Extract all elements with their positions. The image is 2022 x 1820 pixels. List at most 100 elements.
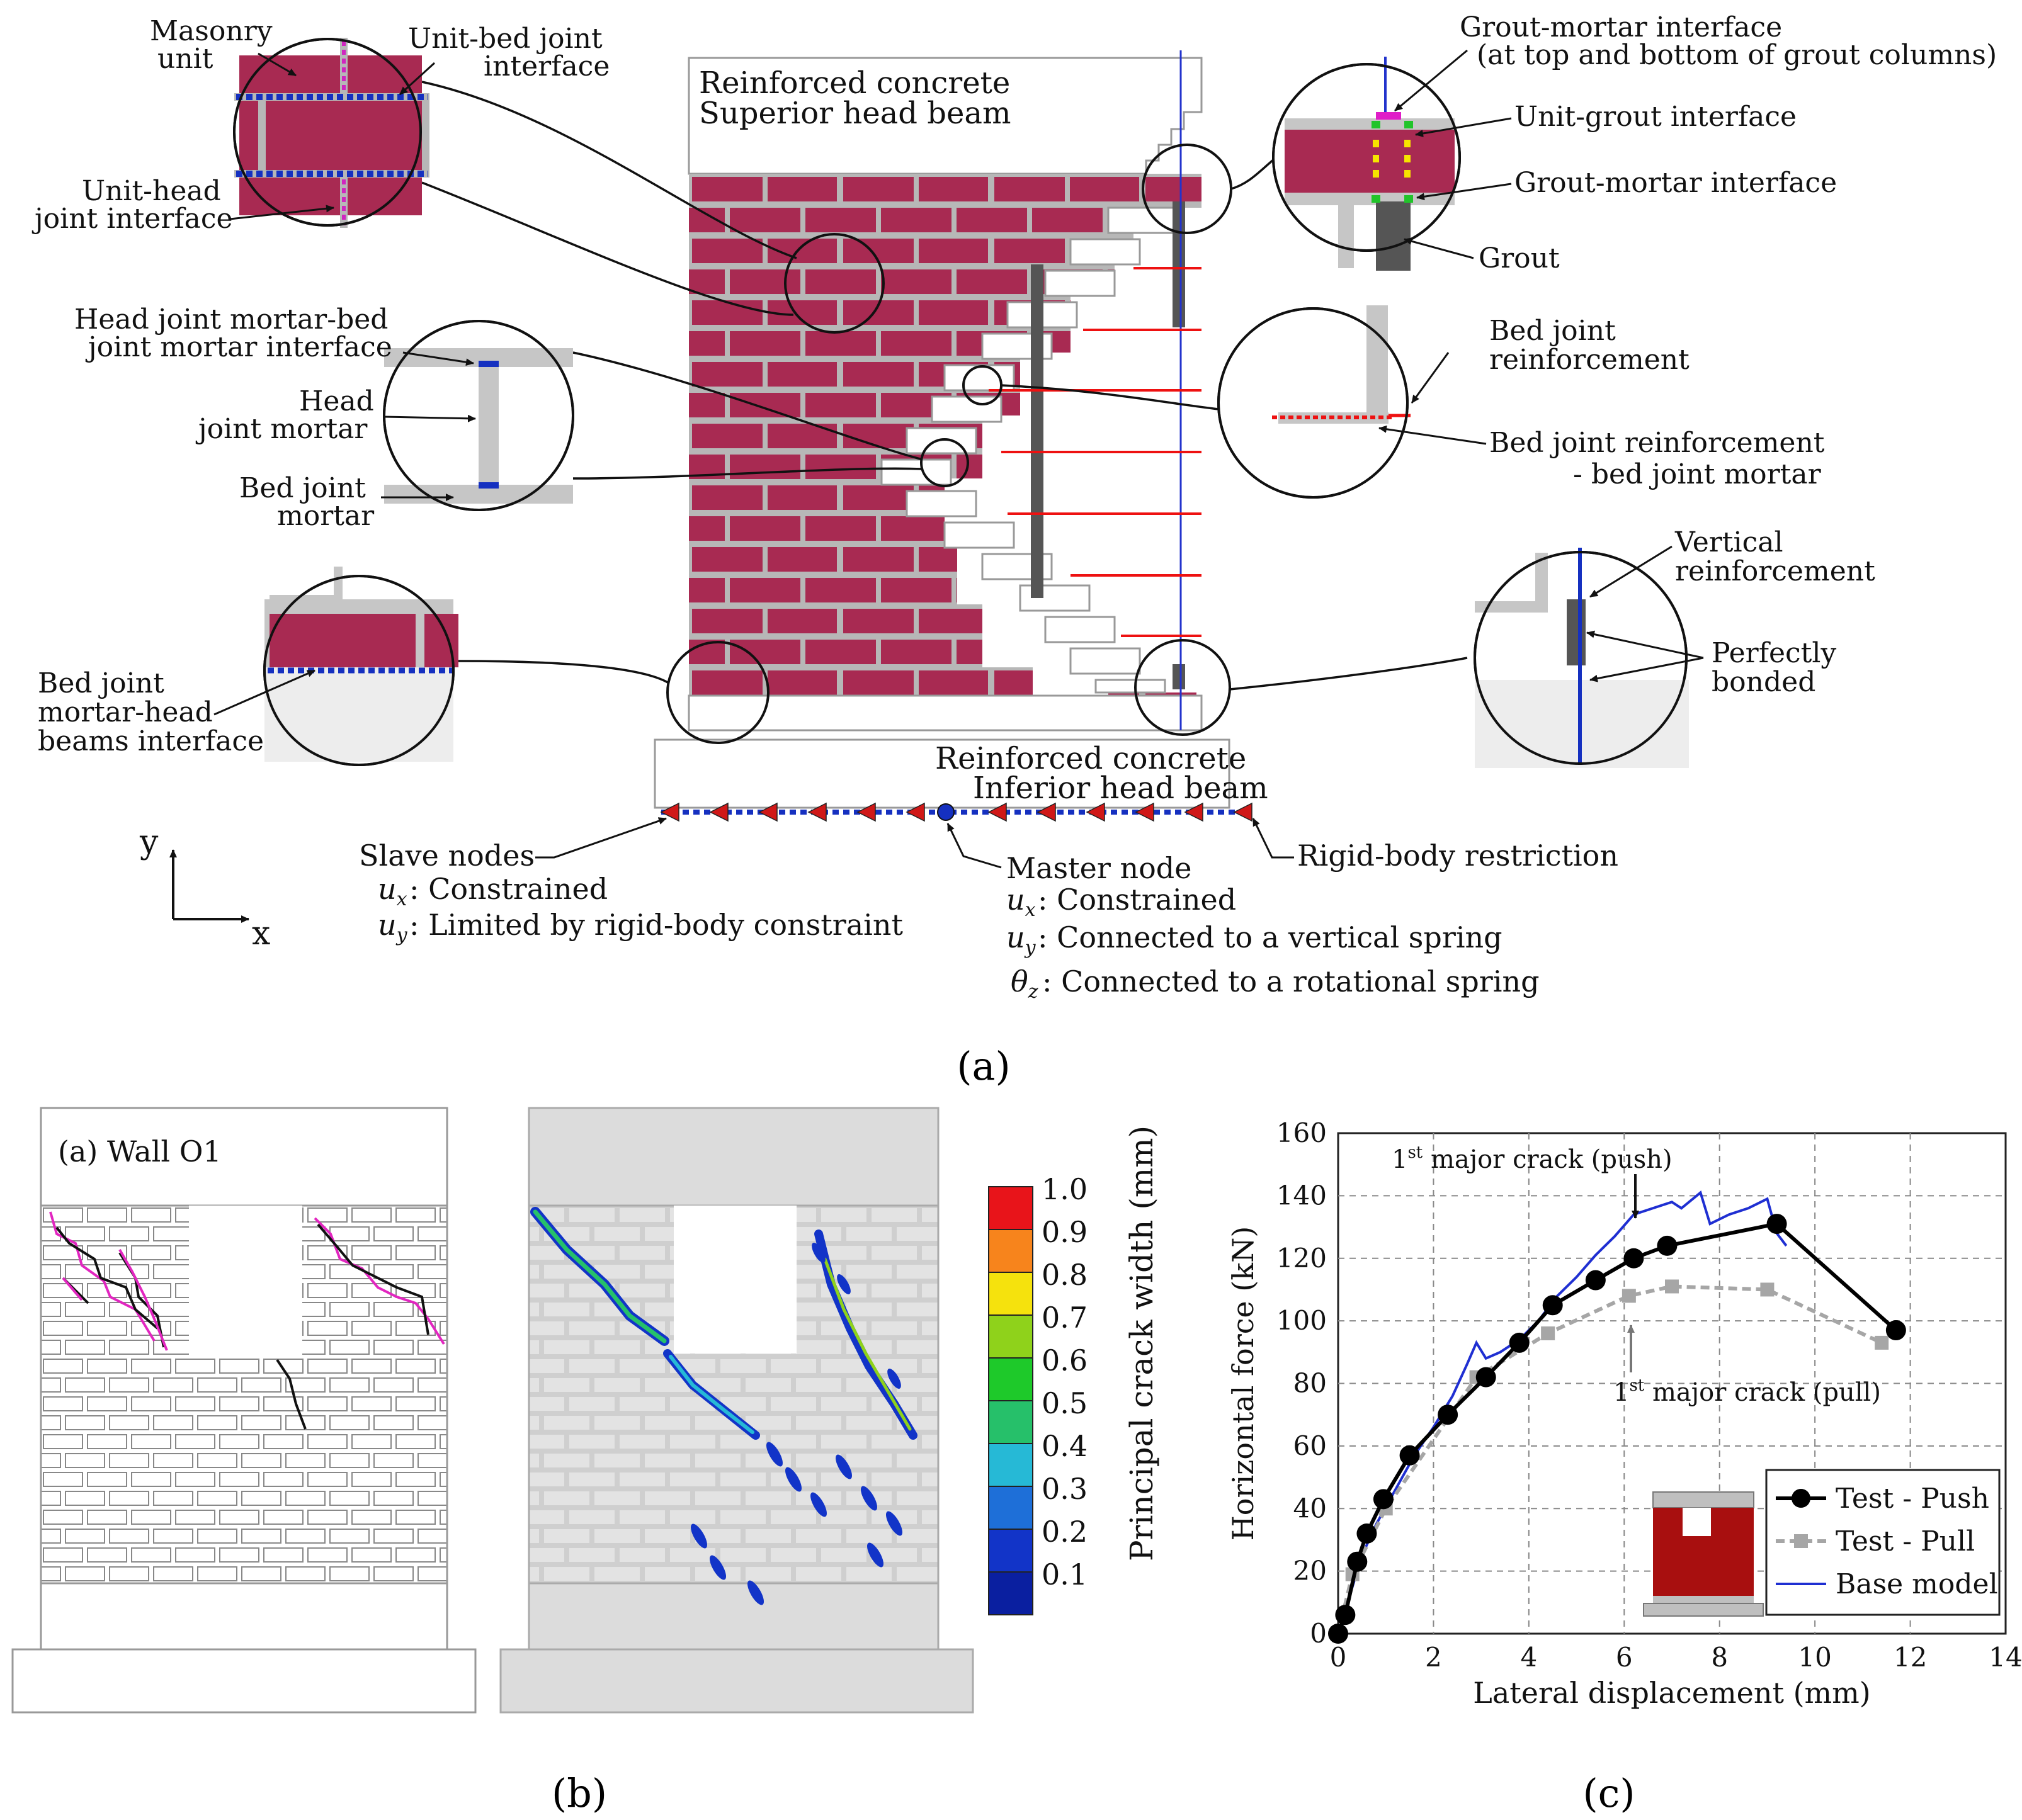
- perfectly-bonded-label-1: Perfectly: [1712, 637, 1836, 669]
- colorbar-cell: [988, 1529, 1033, 1573]
- unit-grout-label: Unit-grout interface: [1514, 101, 1797, 133]
- push-point: [1509, 1332, 1530, 1353]
- grout-mortar-top-label-1: Grout-mortar interface: [1460, 11, 1782, 43]
- zoom-bed-reinforcement: Bed joint reinforcement Bed joint reinfo…: [1217, 305, 1825, 499]
- perfectly-bonded-label-2: bonded: [1712, 666, 1815, 698]
- legend-marker: [1794, 1534, 1808, 1548]
- grout-column-top: [1173, 201, 1185, 327]
- push-point: [1766, 1214, 1787, 1235]
- master-ux: : Constrained: [1038, 883, 1236, 917]
- inferior-beam-line2: Inferior head beam: [973, 771, 1268, 806]
- masonry-unit-label-1: Masonry: [150, 15, 273, 47]
- y-tick-label: 80: [1293, 1368, 1327, 1399]
- axis-y-label: y: [139, 823, 159, 861]
- push-point: [1373, 1489, 1394, 1510]
- colorbar-cell: [988, 1229, 1033, 1273]
- legend-label: Test - Push: [1836, 1483, 1989, 1515]
- head-bed-label-2: joint mortar interface: [85, 331, 392, 363]
- push-point: [1328, 1624, 1348, 1644]
- bed-reinf-label-1: Bed joint: [1489, 315, 1616, 347]
- crack-contour-wall: [499, 1107, 974, 1714]
- push-point: [1623, 1248, 1644, 1269]
- bed-head-label-1: Bed joint: [38, 667, 164, 699]
- slave-uy: : Limited by rigid-body constraint: [409, 908, 904, 942]
- y-tick-label: 20: [1293, 1556, 1327, 1586]
- grout-mortar-label: Grout-mortar interface: [1514, 167, 1837, 199]
- superior-beam-line1: Reinforced concrete: [699, 65, 1010, 101]
- svg-text:uy: uy: [1006, 920, 1037, 959]
- superior-head-beam: Reinforced concrete Superior head beam: [688, 57, 1203, 175]
- slave-nodes-label: Slave nodes: [359, 839, 535, 873]
- y-tick-label: 120: [1276, 1243, 1327, 1274]
- vertical-reinf-label-2: reinforcement: [1675, 555, 1875, 587]
- push-point: [1885, 1320, 1906, 1341]
- zoom-markers: [666, 144, 1232, 744]
- inferior-head-beam: Reinforced concrete Inferior head beam: [654, 738, 1268, 809]
- grout-column-bottom: [1173, 664, 1185, 689]
- push-point: [1475, 1367, 1496, 1388]
- bed-mortar-label-1: Bed joint: [239, 472, 366, 504]
- grout-column-left: [1031, 264, 1043, 598]
- zoom-connectors: [421, 81, 1468, 691]
- rigid-body-label: Rigid-body restriction: [1297, 839, 1618, 873]
- master-theta: : Connected to a rotational spring: [1042, 964, 1540, 998]
- crack-lines: [49, 1211, 445, 1430]
- wall-o1-sketch: (a) Wall O1: [11, 1107, 477, 1714]
- colorbar-cell: [988, 1272, 1033, 1316]
- x-tick-label: 4: [1520, 1642, 1537, 1673]
- push-point: [1399, 1445, 1420, 1466]
- y-tick-label: 40: [1293, 1493, 1327, 1523]
- legend-label: Base model: [1836, 1568, 1998, 1600]
- zoom-vertical-reinforcement: Vertical reinforcement Perfectly bonded: [1474, 526, 1875, 768]
- push-point: [1347, 1551, 1368, 1572]
- x-tick-label: 6: [1616, 1642, 1633, 1673]
- bed-mortar-label-2: mortar: [277, 500, 375, 532]
- superior-beam-line2: Superior head beam: [699, 96, 1011, 131]
- colorbar-tick-label: 0.8: [1042, 1258, 1088, 1292]
- colorbar-ticks: 1.00.90.80.70.60.50.40.30.20.1: [1042, 1172, 1088, 1591]
- inset-top-beam: [1652, 1491, 1754, 1508]
- head-mortar-label-2: joint mortar: [195, 413, 368, 445]
- colorbar: 1.00.90.80.70.60.50.40.30.20.1 Principal…: [988, 1126, 1160, 1615]
- legend-marker: [1792, 1489, 1810, 1508]
- push-point: [1585, 1270, 1606, 1291]
- unit-bed-label-1: Unit-bed joint: [408, 23, 603, 55]
- svg-text:θz: θz: [1011, 964, 1038, 1003]
- zoom-head-joint: Head joint mortar-bed joint mortar inter…: [74, 303, 574, 532]
- inset-opening: [1683, 1508, 1711, 1536]
- colorbar-tick-label: 0.1: [1042, 1557, 1088, 1591]
- pull-point: [1541, 1326, 1555, 1340]
- x-axis-label: Lateral displacement (mm): [1473, 1676, 1870, 1710]
- colorbar-tick-label: 0.9: [1042, 1215, 1088, 1249]
- zoom-grout: Grout-mortar interface (at top and botto…: [1272, 11, 1997, 274]
- push-point: [1657, 1235, 1678, 1256]
- x-tick-label: 0: [1330, 1642, 1347, 1673]
- grout-label: Grout: [1479, 242, 1560, 274]
- colorbar-cell: [988, 1443, 1033, 1487]
- panel-a: Reinforced concrete Superior head beam: [31, 11, 1997, 1089]
- pull-point: [1665, 1279, 1679, 1294]
- wall-o1-label: (a) Wall O1: [58, 1134, 222, 1168]
- colorbar-tick-label: 0.4: [1042, 1429, 1088, 1463]
- coordinate-axes: y x: [139, 823, 270, 952]
- series-line-2: [1337, 1190, 1788, 1634]
- x-tick-label: 2: [1425, 1642, 1442, 1673]
- y-tick-label: 100: [1276, 1305, 1327, 1336]
- x-tick-label: 12: [1894, 1642, 1927, 1673]
- node-labels: Slave nodes ux : Constrained uy : Limite…: [359, 817, 1618, 1003]
- bed-reinf-label-2: reinforcement: [1489, 344, 1690, 376]
- annotation-push: 1st major crack (push): [1392, 1143, 1673, 1174]
- masonry-wall: [688, 50, 1203, 732]
- grout-mortar-top-label-2: (at top and bottom of grout columns): [1477, 39, 1997, 71]
- white-bricks: [880, 206, 1179, 694]
- push-point: [1335, 1605, 1356, 1625]
- caption-c: (c): [1582, 1770, 1635, 1816]
- crack-specks: [691, 1243, 902, 1605]
- pull-point: [1875, 1335, 1889, 1350]
- wall-base-strip: [688, 694, 1203, 732]
- legend-label: Test - Pull: [1836, 1525, 1975, 1557]
- colorbar-cell: [988, 1571, 1033, 1615]
- x-tick-label: 14: [1989, 1642, 2022, 1673]
